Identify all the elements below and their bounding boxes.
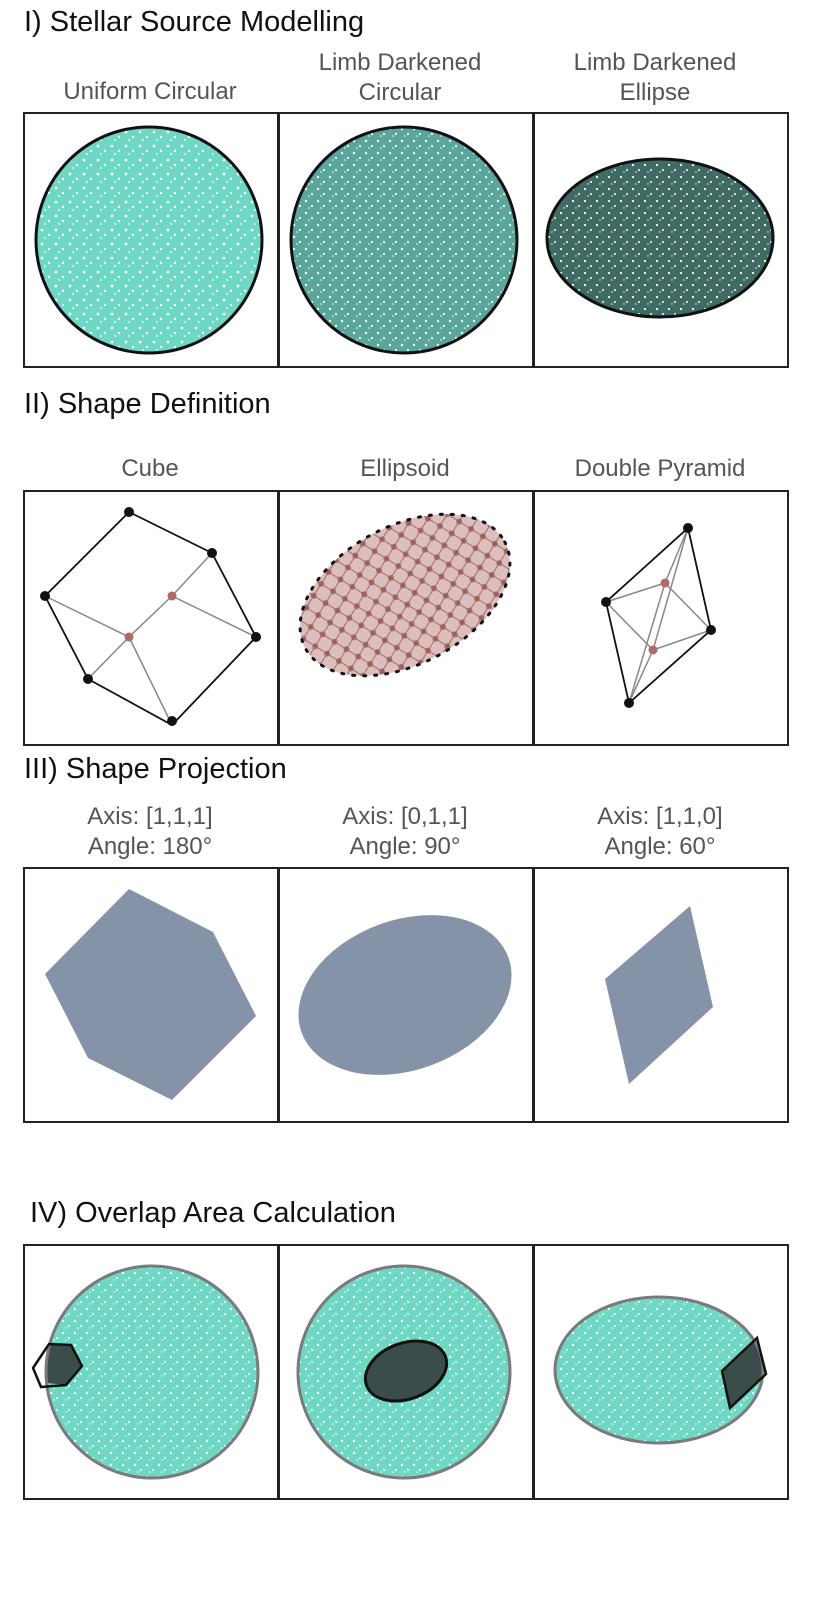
uniform-circular-source xyxy=(34,125,264,355)
double-pyramid-shape xyxy=(601,523,716,708)
label-uniform-circular: Uniform Circular xyxy=(63,78,237,105)
section-title-4: IV) Overlap Area Calculation xyxy=(30,1197,396,1229)
star-outline xyxy=(34,125,264,355)
panel-projection-1 xyxy=(23,867,279,1123)
label-projection-2: Axis: [0,1,1] Angle: 90° xyxy=(342,803,468,860)
limb-darkened-ellipse-source xyxy=(545,157,775,319)
panel-ellipsoid xyxy=(278,490,534,746)
panel-limb-darkened-circular xyxy=(278,112,534,368)
label-cube: Cube xyxy=(121,455,179,482)
label-projection-3: Axis: [1,1,0] Angle: 60° xyxy=(597,803,723,860)
panel-double-pyramid xyxy=(533,490,789,746)
panel-overlap-3 xyxy=(533,1244,789,1500)
panel-limb-darkened-ellipse xyxy=(533,112,789,368)
star-outline xyxy=(289,125,519,355)
projection-rhombus xyxy=(605,906,713,1084)
projection-ellipse xyxy=(298,915,512,1075)
projection-hexagon xyxy=(45,889,256,1100)
overlap-ellipse-center xyxy=(296,1264,512,1480)
section-title-2: II) Shape Definition xyxy=(24,388,271,420)
star-outline xyxy=(545,157,775,319)
cube-shape xyxy=(40,507,261,727)
panel-overlap-1 xyxy=(23,1244,279,1500)
label-ellipsoid: Ellipsoid xyxy=(360,455,450,482)
overlap-hexagon-edge xyxy=(31,1264,260,1480)
limb-darkened-circular-source xyxy=(289,125,519,355)
label-limb-darkened-circular: Limb Darkened Circular xyxy=(318,49,482,106)
panel-projection-3 xyxy=(533,867,789,1123)
label-limb-darkened-ellipse: Limb Darkened Ellipse xyxy=(573,49,737,106)
panel-uniform-circular xyxy=(23,112,279,368)
overlap-rhombus-edge xyxy=(553,1295,768,1445)
label-double-pyramid: Double Pyramid xyxy=(574,455,746,482)
ellipsoid-shape xyxy=(298,512,512,678)
panel-cube xyxy=(23,490,279,746)
panel-overlap-2 xyxy=(278,1244,534,1500)
section-title-3: III) Shape Projection xyxy=(24,753,287,785)
panel-projection-2 xyxy=(278,867,534,1123)
label-projection-1: Axis: [1,1,1] Angle: 180° xyxy=(87,803,213,860)
section-title-1: I) Stellar Source Modelling xyxy=(24,6,365,38)
